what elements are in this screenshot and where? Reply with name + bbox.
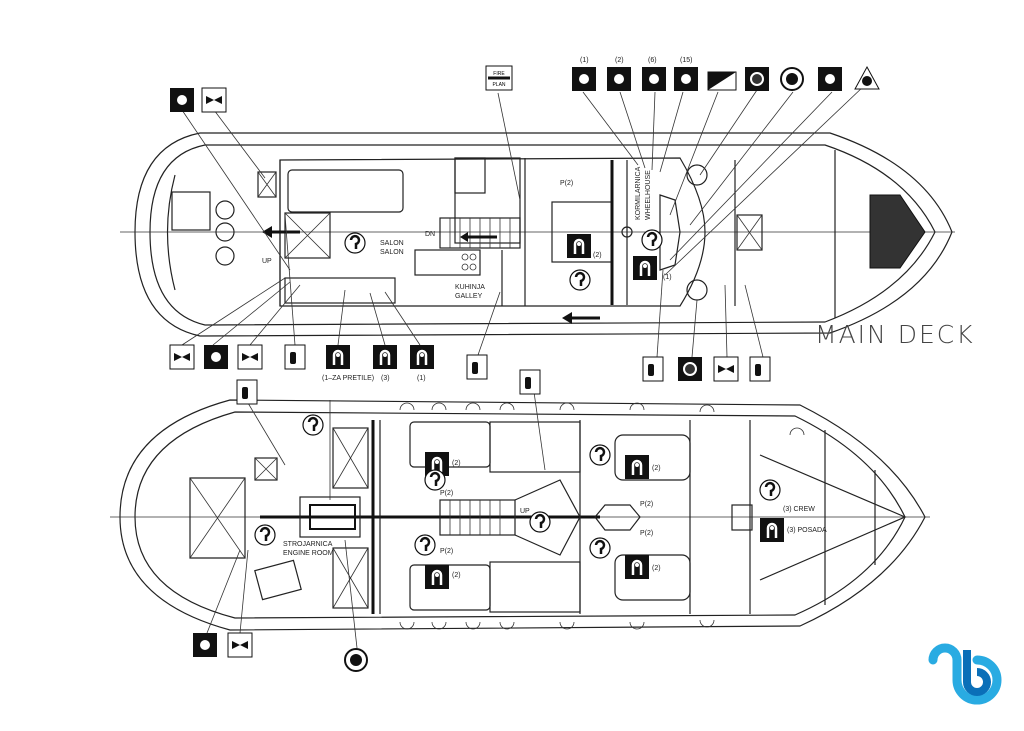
cabin-label-2: P(2) xyxy=(440,548,453,555)
fender-bumps xyxy=(399,402,805,630)
life-jacket-icon xyxy=(572,67,596,91)
lifebuoy-icon xyxy=(760,518,784,542)
wheelhouse-count: (1) xyxy=(663,274,672,281)
immersion-suit-icon xyxy=(674,67,698,91)
fire-alarm-icon xyxy=(745,67,769,91)
cabin-count-3: (2) xyxy=(652,465,661,472)
cabin-count: (2) xyxy=(593,252,602,259)
lifebuoy-icon xyxy=(326,345,350,369)
valve-icon xyxy=(169,344,195,370)
liferaft-icon xyxy=(607,67,631,91)
legend-count-1: (1) xyxy=(580,57,589,64)
lifebuoy-icon xyxy=(567,234,591,258)
leader-lines xyxy=(181,84,866,649)
engine-room-label: STROJARNICA xyxy=(283,541,333,548)
battery-icon xyxy=(780,67,804,91)
life-jacket-symbol xyxy=(529,511,551,533)
cabin-count-1: (2) xyxy=(452,460,461,467)
lower-deck-hull: STROJARNICA ENGINE ROOM UP P(2) P(2) P(2… xyxy=(110,399,930,631)
lifebuoy-light-icon xyxy=(373,345,397,369)
posada-label: (3) POSADA xyxy=(787,527,827,534)
fire-alarm-icon xyxy=(678,357,702,381)
fuel-shutoff-icon xyxy=(204,345,228,369)
life-jacket-symbol xyxy=(569,269,591,291)
life-jacket-symbol xyxy=(254,524,276,546)
stairs-up-label: UP xyxy=(262,258,272,265)
life-jacket-symbol xyxy=(759,479,781,501)
lifebuoy-icon xyxy=(625,455,649,479)
cabin-label-1: P(2) xyxy=(440,490,453,497)
cabin-count-2: (2) xyxy=(452,572,461,579)
cabin-count-4: (2) xyxy=(652,565,661,572)
fire-extinguisher-icon xyxy=(749,356,771,382)
wheelhouse-label: KORMILARNICA WHEELHOUSE xyxy=(635,166,652,220)
galley-label-en: GALLEY xyxy=(455,293,483,300)
lifebuoy-line-icon xyxy=(410,345,434,369)
safety-symbols xyxy=(169,65,880,672)
svg-text:FIRE: FIRE xyxy=(493,71,505,77)
fire-pump-icon xyxy=(713,356,739,382)
lifebuoy-icon xyxy=(633,256,657,280)
galley-label: KUHINJA xyxy=(455,284,485,291)
fire-extinguisher-icon xyxy=(236,379,258,405)
life-jacket-symbol xyxy=(414,534,436,556)
fuel-shutoff-icon xyxy=(193,633,217,657)
fire-plan-icon: FIRE PLAN xyxy=(485,65,513,91)
salon-label: SALON xyxy=(380,240,404,247)
pretile-label: (1–ZA PRETILE) xyxy=(322,375,374,382)
co2-extinguisher-icon xyxy=(642,356,664,382)
stairs-main xyxy=(449,218,511,248)
signal-flag-icon xyxy=(707,71,737,91)
valve-icon xyxy=(201,87,227,113)
life-jacket-symbol xyxy=(302,414,324,436)
cabin-label-3: P(2) xyxy=(640,501,653,508)
valve-icon xyxy=(227,632,253,658)
legend-count-2: (2) xyxy=(615,57,624,64)
legend-count-6: (6) xyxy=(648,57,657,64)
life-jacket-symbol xyxy=(589,444,611,466)
emergency-light-icon xyxy=(642,67,666,91)
svg-text:WHEELHOUSE: WHEELHOUSE xyxy=(645,170,652,220)
engine-room-label-en: ENGINE ROOM xyxy=(283,550,334,557)
life-jacket-symbol xyxy=(641,229,663,251)
salon-label-en: SALON xyxy=(380,249,404,256)
main-deck-hull: KORMILARNICA WHEELHOUSE SALON SALON KUHI… xyxy=(120,132,955,337)
cabin-label: P(2) xyxy=(560,180,573,187)
lifebuoy-icon xyxy=(625,555,649,579)
life-jacket-symbol xyxy=(424,469,446,491)
svg-text:PLAN: PLAN xyxy=(492,82,505,88)
stairs-down-label: DN xyxy=(425,231,435,238)
fire-extinguisher-icon xyxy=(519,369,541,395)
life-jacket-symbol xyxy=(589,537,611,559)
legend-count-15: (15) xyxy=(680,57,692,64)
company-logo xyxy=(928,643,1002,705)
svg-text:KORMILARNICA: KORMILARNICA xyxy=(635,166,642,220)
life-jacket-symbol xyxy=(344,232,366,254)
stairs-up-label: UP xyxy=(520,508,530,515)
lifebuoy-icon xyxy=(425,565,449,589)
deck-title: MAIN DECK xyxy=(815,320,975,349)
legend-count-1b: (1) xyxy=(417,375,426,382)
fire-extinguisher-icon xyxy=(284,344,306,370)
legend-count-3: (3) xyxy=(381,375,390,382)
lifebuoy-icon xyxy=(170,88,194,112)
fire-pump-icon xyxy=(344,648,368,672)
manual-call-icon xyxy=(818,67,842,91)
crew-label: (3) CREW xyxy=(783,506,815,513)
cabin-label-4: P(2) xyxy=(640,530,653,537)
fire-extinguisher-icon xyxy=(466,354,488,380)
fire-damper-icon xyxy=(854,65,880,90)
fire-hose-icon xyxy=(237,344,263,370)
